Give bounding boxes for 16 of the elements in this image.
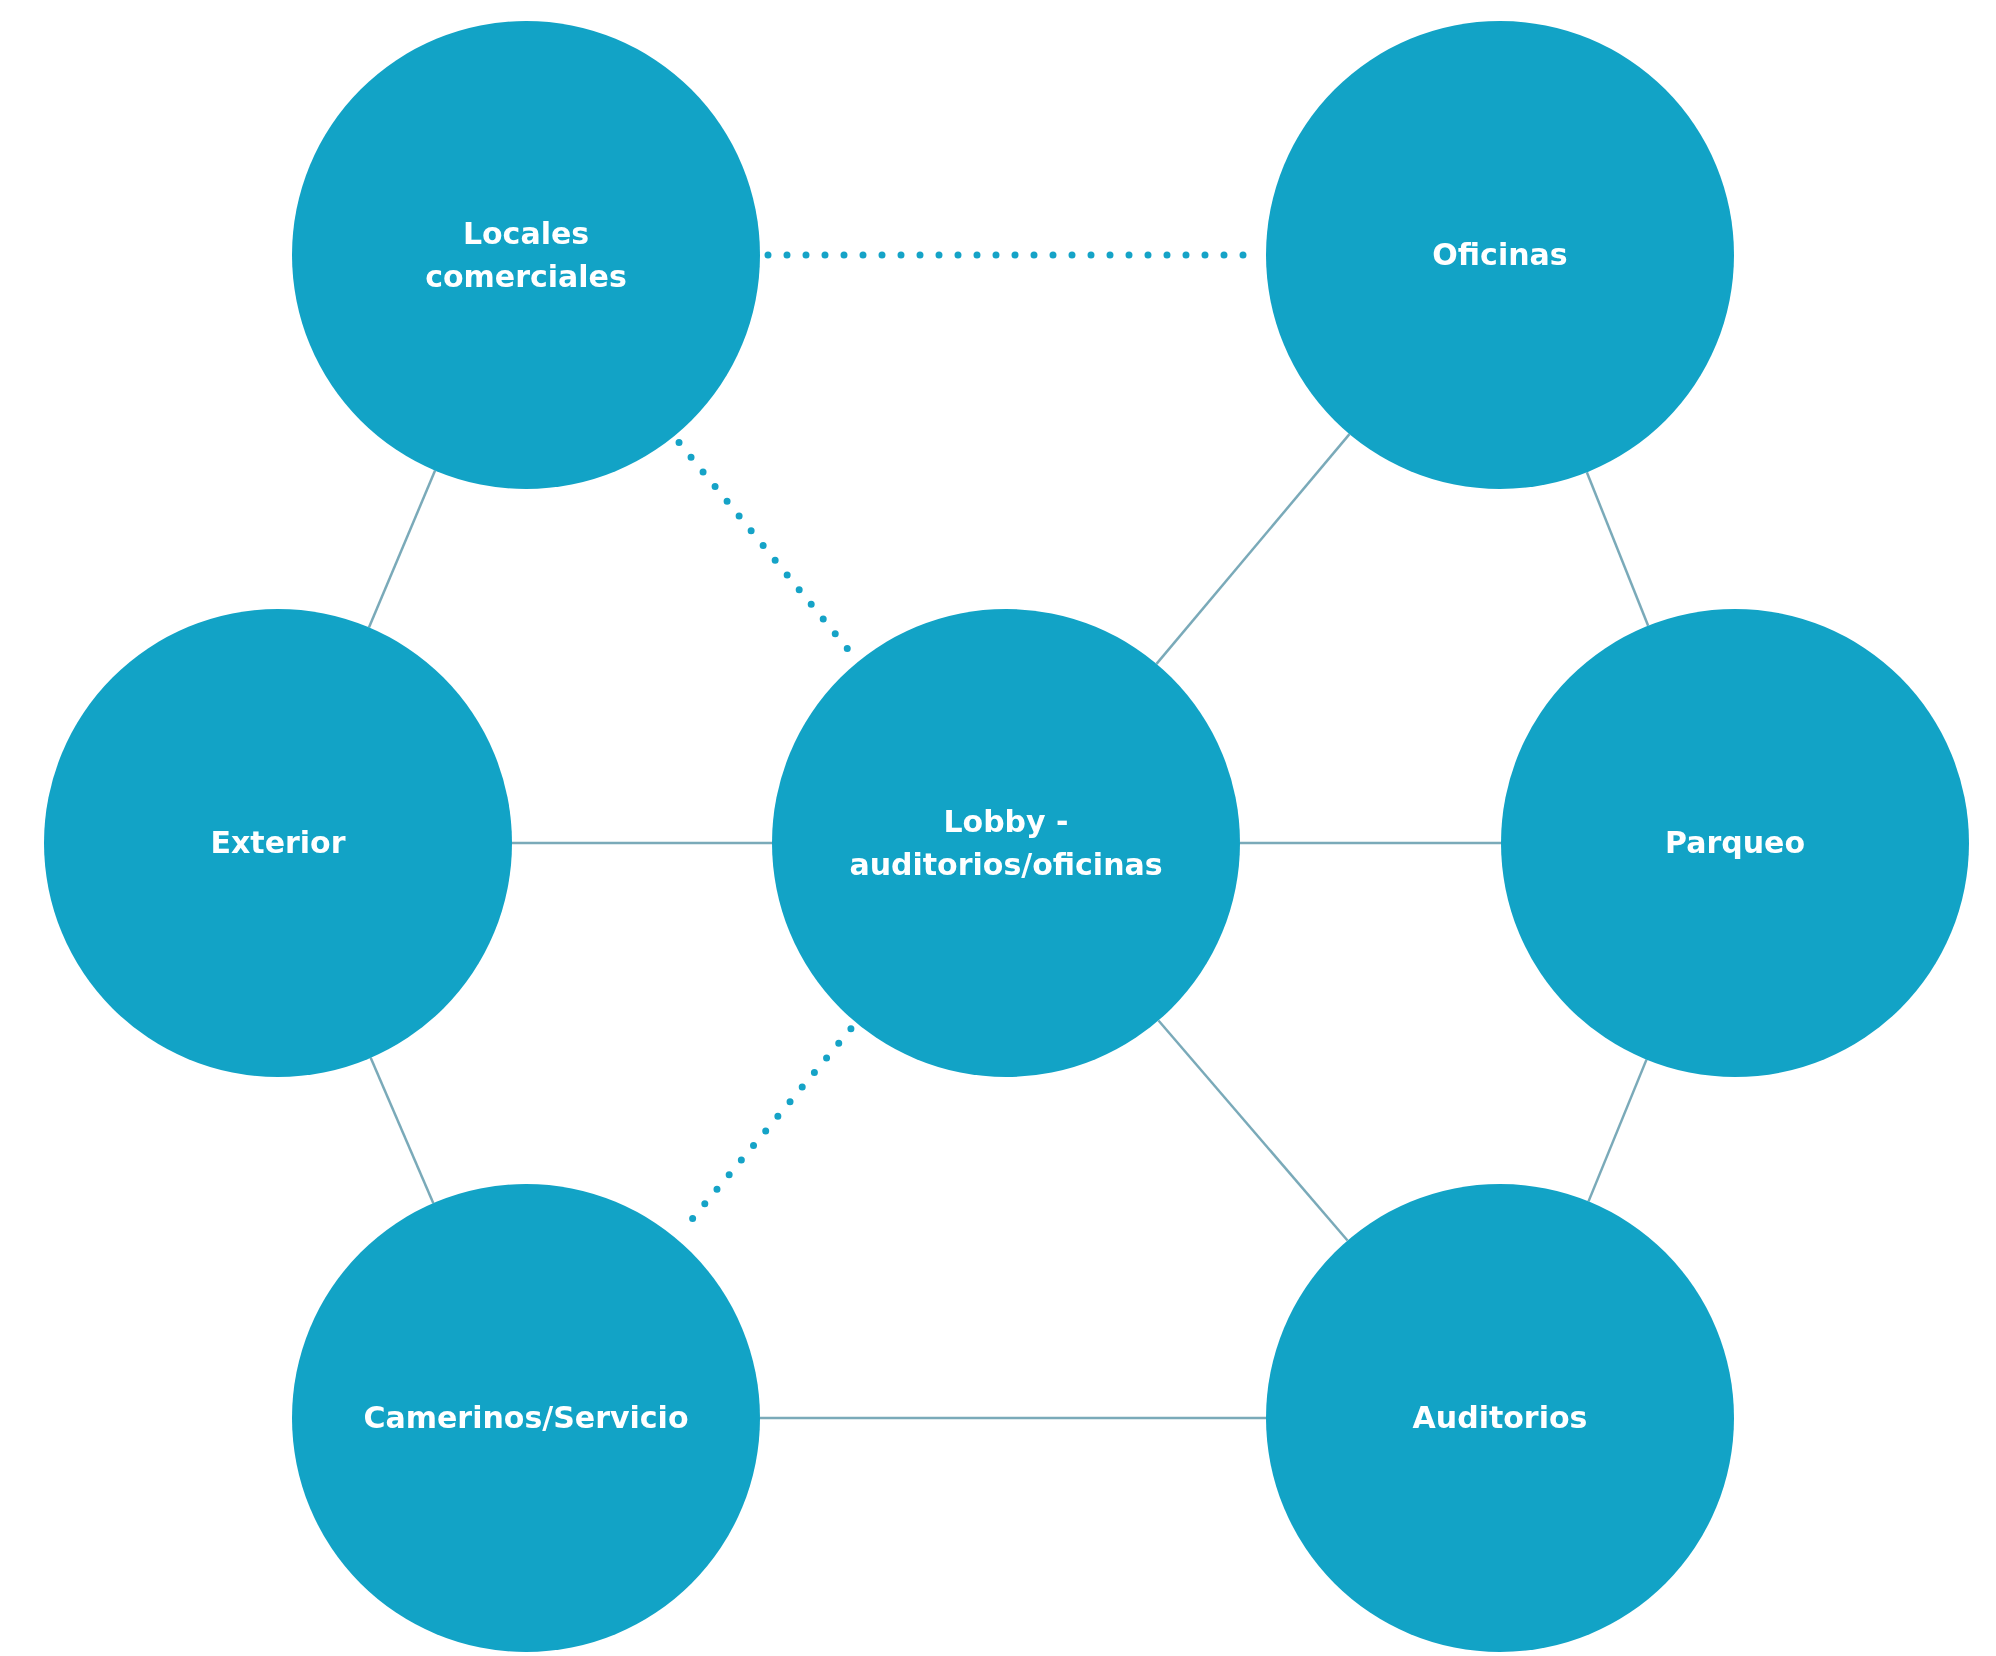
connector-line — [1240, 841, 1501, 845]
connector-line — [1587, 1059, 1648, 1202]
node-label: Auditorios — [1412, 1399, 1588, 1438]
node-label: Oficinas — [1432, 236, 1568, 275]
connector-line — [369, 1057, 435, 1204]
node-label: Locales comerciales — [424, 214, 628, 296]
connector-line — [367, 470, 437, 628]
connector-line — [1585, 471, 1650, 627]
node-label: Parqueo — [1665, 824, 1805, 863]
connector-line — [1157, 1019, 1349, 1242]
node-label: Lobby - auditorios/oficinas — [848, 802, 1164, 884]
connector-line — [760, 1416, 1266, 1420]
connector-line — [512, 841, 772, 845]
node-label: Exterior — [210, 824, 346, 863]
connector-line — [1155, 433, 1351, 665]
node-label: Camerinos/Servicio — [363, 1399, 689, 1438]
